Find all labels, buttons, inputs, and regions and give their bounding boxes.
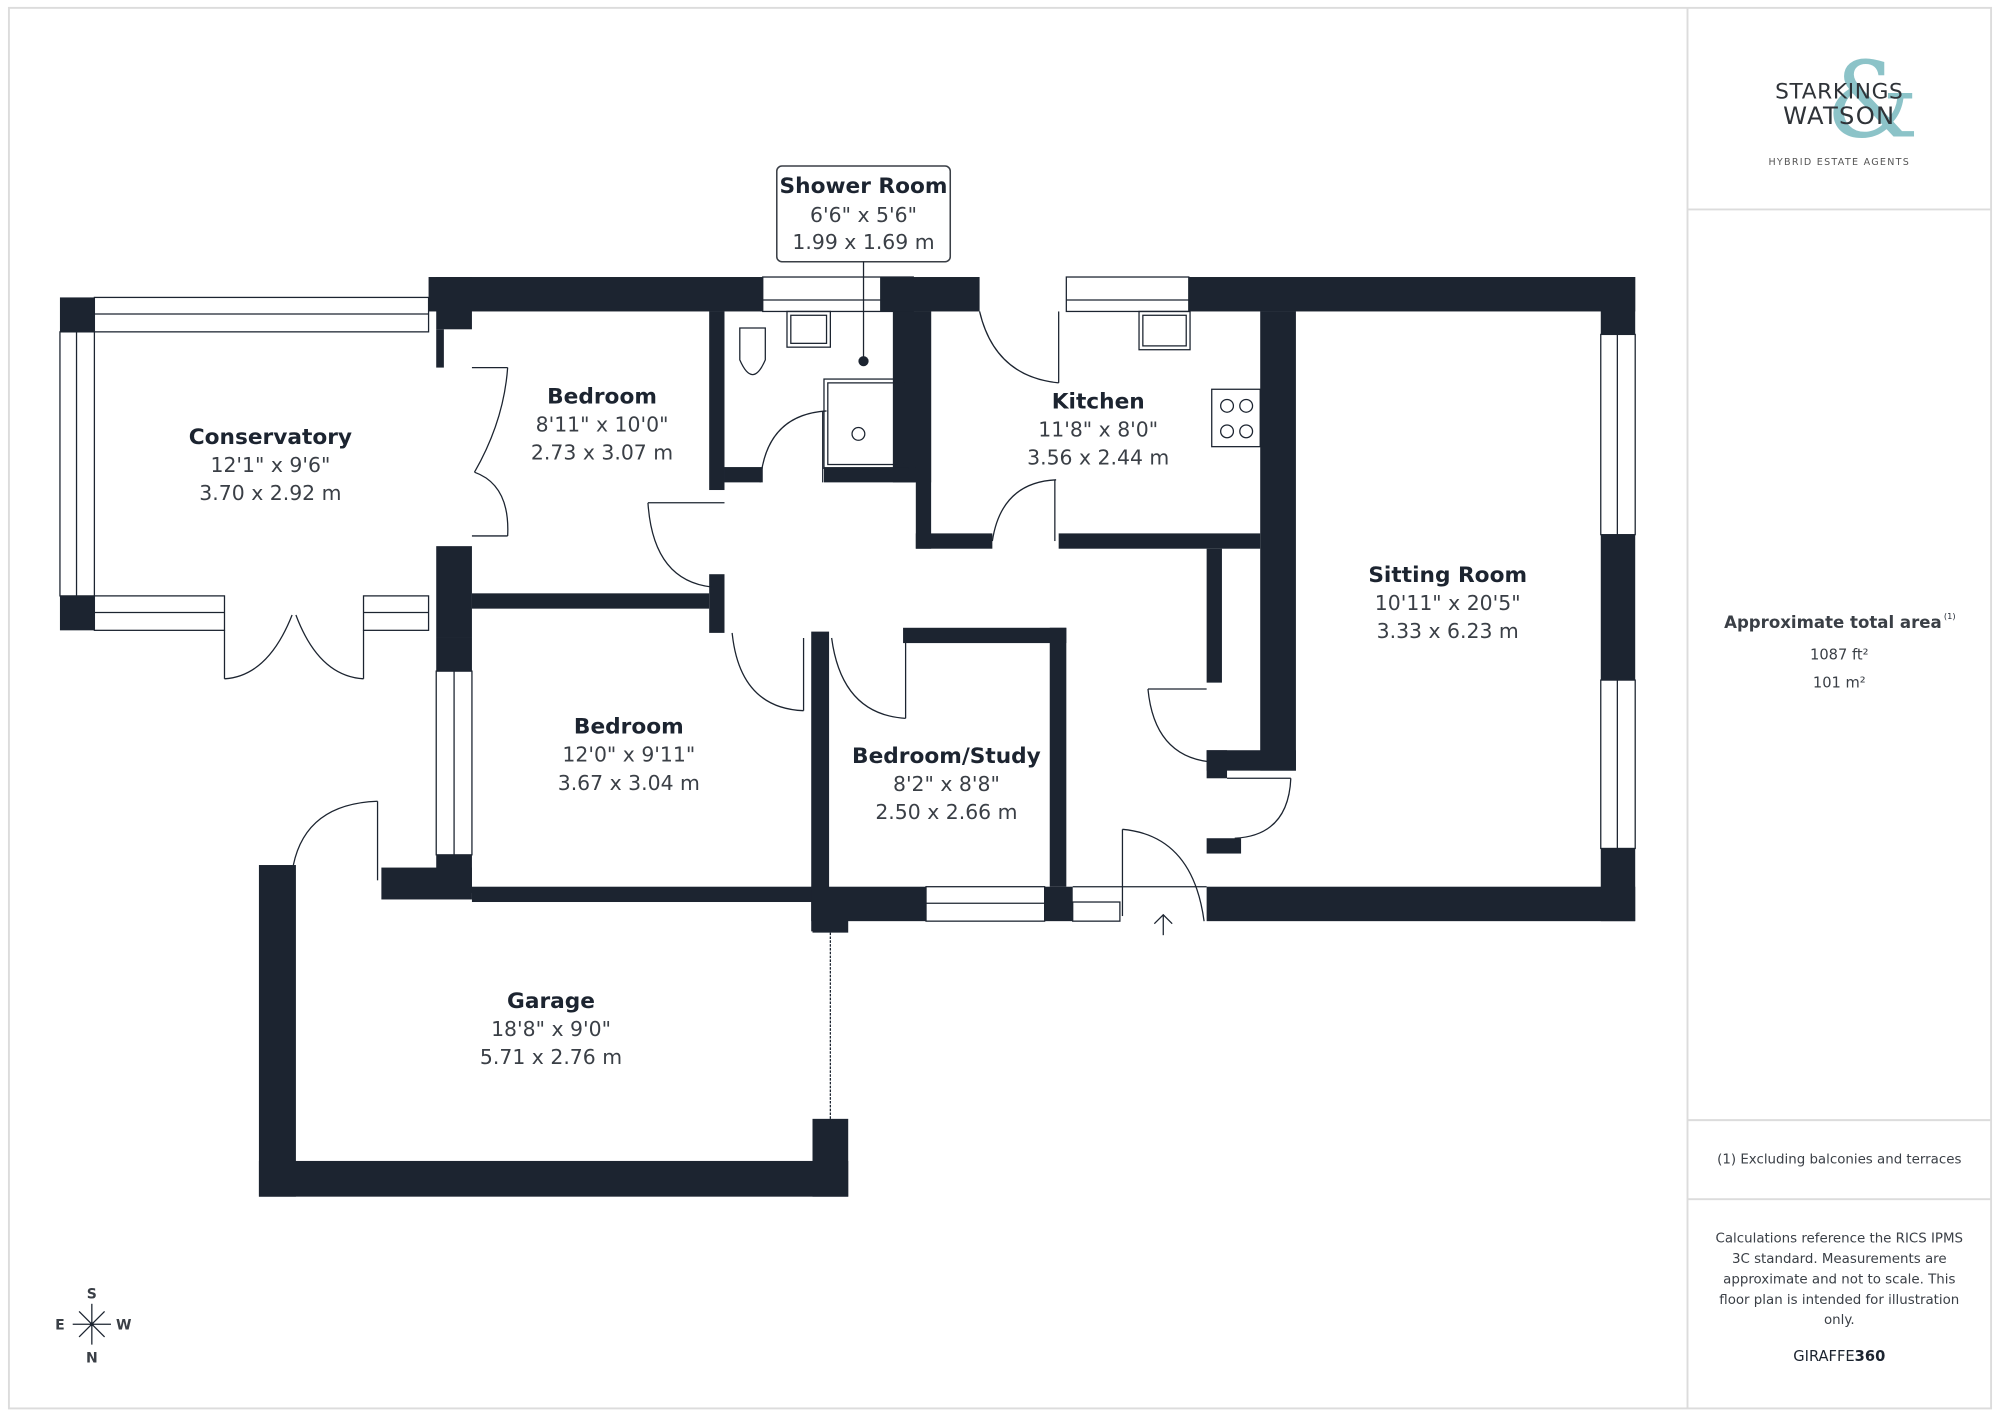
- room-dims-imperial: 8'2" x 8'8": [893, 772, 1000, 796]
- area-footnote-marker: (1): [1944, 611, 1956, 621]
- shower-room-callout[interactable]: Shower Room 6'6" x 5'6" 1.99 x 1.69 m: [776, 165, 952, 367]
- area-sq-m: 101 m²: [1813, 675, 1866, 692]
- room-dims-metric: 2.73 x 3.07 m: [531, 440, 673, 464]
- brand-logo: & STARKINGS WATSON HYBRID ESTATE AGENTS: [1768, 40, 1919, 168]
- room-dims-imperial: 6'6" x 5'6": [810, 203, 917, 227]
- room-name: Bedroom: [547, 384, 657, 409]
- room-name: Bedroom/Study: [852, 744, 1041, 769]
- room-label-bedroom-2[interactable]: Bedroom 12'0" x 9'11" 3.67 x 3.04 m: [558, 715, 700, 795]
- room-dims-metric: 3.56 x 2.44 m: [1027, 446, 1169, 470]
- compass-bottom-label: N: [86, 1350, 98, 1366]
- room-dims-metric: 5.71 x 2.76 m: [480, 1045, 622, 1069]
- hob-icon: [1211, 388, 1261, 448]
- disclaimer-line: only.: [1824, 1313, 1855, 1328]
- room-dims-imperial: 10'11" x 20'5": [1375, 591, 1521, 615]
- basin-icon: [786, 310, 831, 348]
- ampersand-logo-mark: &: [1826, 40, 1919, 162]
- brand-tagline: HYBRID ESTATE AGENTS: [1768, 157, 1910, 168]
- room-name: Sitting Room: [1368, 563, 1527, 588]
- room-name: Conservatory: [189, 425, 352, 450]
- disclaimer-line: 3C standard. Measurements are: [1732, 1252, 1947, 1267]
- room-dims-metric: 3.70 x 2.92 m: [199, 481, 341, 505]
- svg-text:GIRAFFE360: GIRAFFE360: [1793, 1348, 1885, 1365]
- room-name: Bedroom: [574, 715, 684, 740]
- walls: [59, 276, 1636, 1197]
- room-label-bedroom-study[interactable]: Bedroom/Study 8'2" x 8'8" 2.50 x 2.66 m: [852, 744, 1041, 824]
- room-dims-imperial: 12'1" x 9'6": [210, 453, 330, 477]
- disclaimer-line: approximate and not to scale. This: [1723, 1272, 1955, 1287]
- compass-right-label: W: [116, 1317, 132, 1333]
- room-dims-metric: 1.99 x 1.69 m: [792, 230, 934, 254]
- brand-line-2: WATSON: [1783, 102, 1895, 130]
- room-dims-imperial: 8'11" x 10'0": [536, 412, 669, 436]
- shower-tray-icon: [823, 378, 909, 469]
- room-name: Kitchen: [1052, 389, 1145, 414]
- compass-rose-icon: S N E W: [55, 1287, 132, 1367]
- footnote-text: (1) Excluding balconies and terraces: [1717, 1152, 1961, 1167]
- compass-left-label: E: [55, 1317, 65, 1333]
- disclaimer: Calculations reference the RICS IPMS 3C …: [1716, 1232, 1964, 1329]
- room-dims-metric: 2.50 x 2.66 m: [875, 800, 1017, 824]
- door-swings: [223, 311, 1292, 936]
- toilet-icon: [739, 327, 766, 376]
- room-label-conservatory[interactable]: Conservatory 12'1" x 9'6" 3.70 x 2.92 m: [189, 425, 352, 505]
- room-dims-metric: 3.33 x 6.23 m: [1377, 619, 1519, 643]
- brand-line-1: STARKINGS: [1775, 79, 1903, 104]
- area-summary: Approximate total area (1) 1087 ft² 101 …: [1724, 611, 1956, 692]
- room-name: Shower Room: [780, 174, 948, 199]
- room-label-garage[interactable]: Garage 18'8" x 9'0" 5.71 x 2.76 m: [480, 989, 622, 1069]
- room-label-kitchen[interactable]: Kitchen 11'8" x 8'0" 3.56 x 2.44 m: [1027, 389, 1169, 469]
- room-dims-imperial: 11'8" x 8'0": [1038, 417, 1158, 441]
- credit-part-1: GIRAFFE: [1793, 1348, 1854, 1365]
- room-name: Garage: [507, 989, 595, 1014]
- compass-top-label: S: [87, 1287, 97, 1303]
- room-dims-metric: 3.67 x 3.04 m: [558, 771, 700, 795]
- disclaimer-line: floor plan is intended for illustration: [1719, 1293, 1959, 1308]
- area-sq-ft: 1087 ft²: [1810, 647, 1868, 664]
- area-title: Approximate total area: [1724, 613, 1942, 632]
- room-label-sitting-room[interactable]: Sitting Room 10'11" x 20'5" 3.33 x 6.23 …: [1368, 563, 1527, 643]
- room-dims-imperial: 18'8" x 9'0": [491, 1017, 611, 1041]
- room-label-bedroom-1[interactable]: Bedroom 8'11" x 10'0" 2.73 x 3.07 m: [531, 384, 673, 464]
- fixtures: [739, 310, 1261, 469]
- room-dims-imperial: 12'0" x 9'11": [562, 743, 695, 767]
- disclaimer-line: Calculations reference the RICS IPMS: [1716, 1232, 1964, 1247]
- kitchen-sink-icon: [1138, 310, 1191, 351]
- giraffe360-credit: GIRAFFE360: [1793, 1348, 1885, 1365]
- page-frame: [7, 6, 1993, 1410]
- credit-part-2: 360: [1855, 1348, 1886, 1365]
